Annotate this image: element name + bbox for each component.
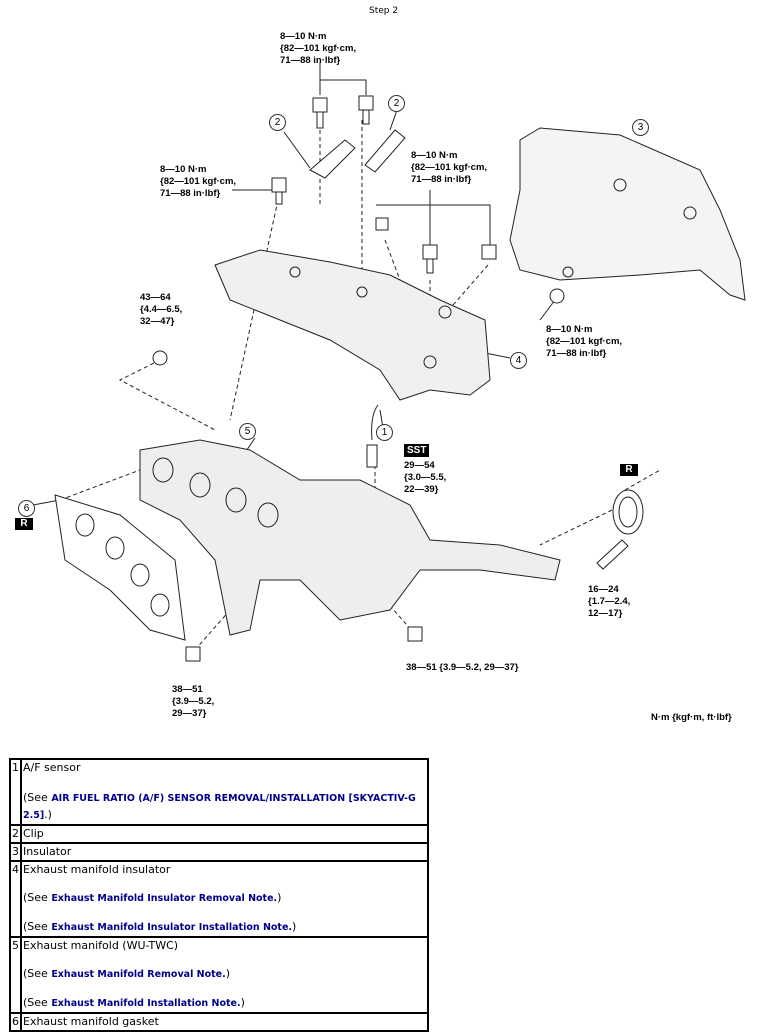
note-suffix: .)	[44, 808, 52, 821]
part-name: Clip	[20, 824, 429, 844]
torque-label-bracket-bolt-right: 38—51 {3.9—5.2, 29—37}	[406, 662, 519, 673]
torque-label-top: 8—10 N·m {82—101 kgf·cm, 71—88 in·lbf}	[280, 31, 357, 66]
note-suffix: )	[292, 920, 297, 933]
callout-6: 6	[18, 500, 35, 517]
torque-label-middle-right: 8—10 N·m {82—101 kgf·cm, 71—88 in·lbf}	[411, 150, 488, 185]
torque-label-insulator-nut: 8—10 N·m {82—101 kgf·cm, 71—88 in·lbf}	[546, 324, 623, 359]
callout-2: 2	[269, 114, 286, 131]
insulator-3-icon	[509, 127, 746, 301]
torque-label-manifold-nut: 43—64 {4.4—6.5, 32—47}	[140, 292, 183, 327]
units-note: N·m {kgf·m, ft·lbf}	[651, 712, 732, 723]
stud-icon	[596, 539, 629, 570]
exploded-diagram	[32, 62, 746, 662]
clips-icon	[309, 129, 406, 179]
torque-label-left: 8—10 N·m {82—101 kgf·cm, 71—88 in·lbf}	[160, 164, 237, 199]
note-suffix: )	[225, 967, 230, 980]
bolts-icon	[152, 95, 565, 662]
table-row: 4 Exhaust manifold insulator (See Exhaus…	[9, 860, 429, 938]
ring-gasket-icon	[612, 489, 644, 535]
manifold-removal-note-link[interactable]: Exhaust Manifold Removal Note.	[51, 969, 226, 980]
part-number: 6	[9, 1012, 22, 1032]
note-suffix: )	[277, 891, 282, 904]
callout-5: 5	[239, 423, 256, 440]
manifold-installation-note-link[interactable]: Exhaust Manifold Installation Note.	[51, 998, 241, 1009]
note-prefix: (See	[23, 967, 52, 980]
callout-1: 1	[376, 424, 393, 441]
torque-label-af-sensor: 29—54 {3.0—5.5, 22—39}	[404, 460, 447, 495]
torque-label-bracket-bolt-left: 38—51 {3.9—5.2, 29—37}	[172, 684, 215, 719]
parts-table: 1 A/F sensor (See AIR FUEL RATIO (A/F) S…	[9, 758, 429, 1032]
replace-badge: R	[15, 518, 33, 530]
step-title: Step 2	[369, 6, 399, 16]
af-sensor-1-icon	[366, 404, 379, 468]
note-prefix: (See	[23, 891, 52, 904]
part-name: Insulator	[20, 842, 429, 862]
replace-badge: R	[620, 464, 638, 476]
note-prefix: (See	[23, 791, 52, 804]
exhaust-manifold-5-icon	[139, 439, 561, 636]
part-name: Exhaust manifold gasket	[20, 1012, 429, 1032]
table-row: 5 Exhaust manifold (WU-TWC) (See Exhaust…	[9, 936, 429, 1014]
callout-4: 4	[510, 352, 527, 369]
callout-2: 2	[388, 95, 405, 112]
note-prefix: (See	[23, 920, 52, 933]
sst-badge: SST	[404, 444, 430, 457]
part-number: 4	[9, 860, 22, 938]
af-sensor-link[interactable]: AIR FUEL RATIO (A/F) SENSOR REMOVAL/INST…	[23, 793, 416, 821]
note-prefix: (See	[23, 996, 52, 1009]
table-row: 1 A/F sensor (See AIR FUEL RATIO (A/F) S…	[9, 758, 429, 826]
part-number: 3	[9, 842, 22, 862]
callout-3: 3	[632, 119, 649, 136]
part-number: 2	[9, 824, 22, 844]
part-number: 5	[9, 936, 22, 1014]
insulator-installation-note-link[interactable]: Exhaust Manifold Insulator Installation …	[51, 922, 293, 933]
insulator-removal-note-link[interactable]: Exhaust Manifold Insulator Removal Note.	[51, 893, 278, 904]
manifold-insulator-4-icon	[214, 249, 491, 401]
part-name: Exhaust manifold (WU-TWC)	[23, 939, 179, 952]
part-number: 1	[9, 758, 22, 826]
part-name: Exhaust manifold insulator	[23, 863, 171, 876]
note-suffix: )	[240, 996, 245, 1009]
gasket-6-icon	[54, 494, 186, 641]
part-name: A/F sensor	[23, 761, 81, 774]
torque-label-stud: 16—24 {1.7—2.4, 12—17}	[588, 584, 631, 619]
